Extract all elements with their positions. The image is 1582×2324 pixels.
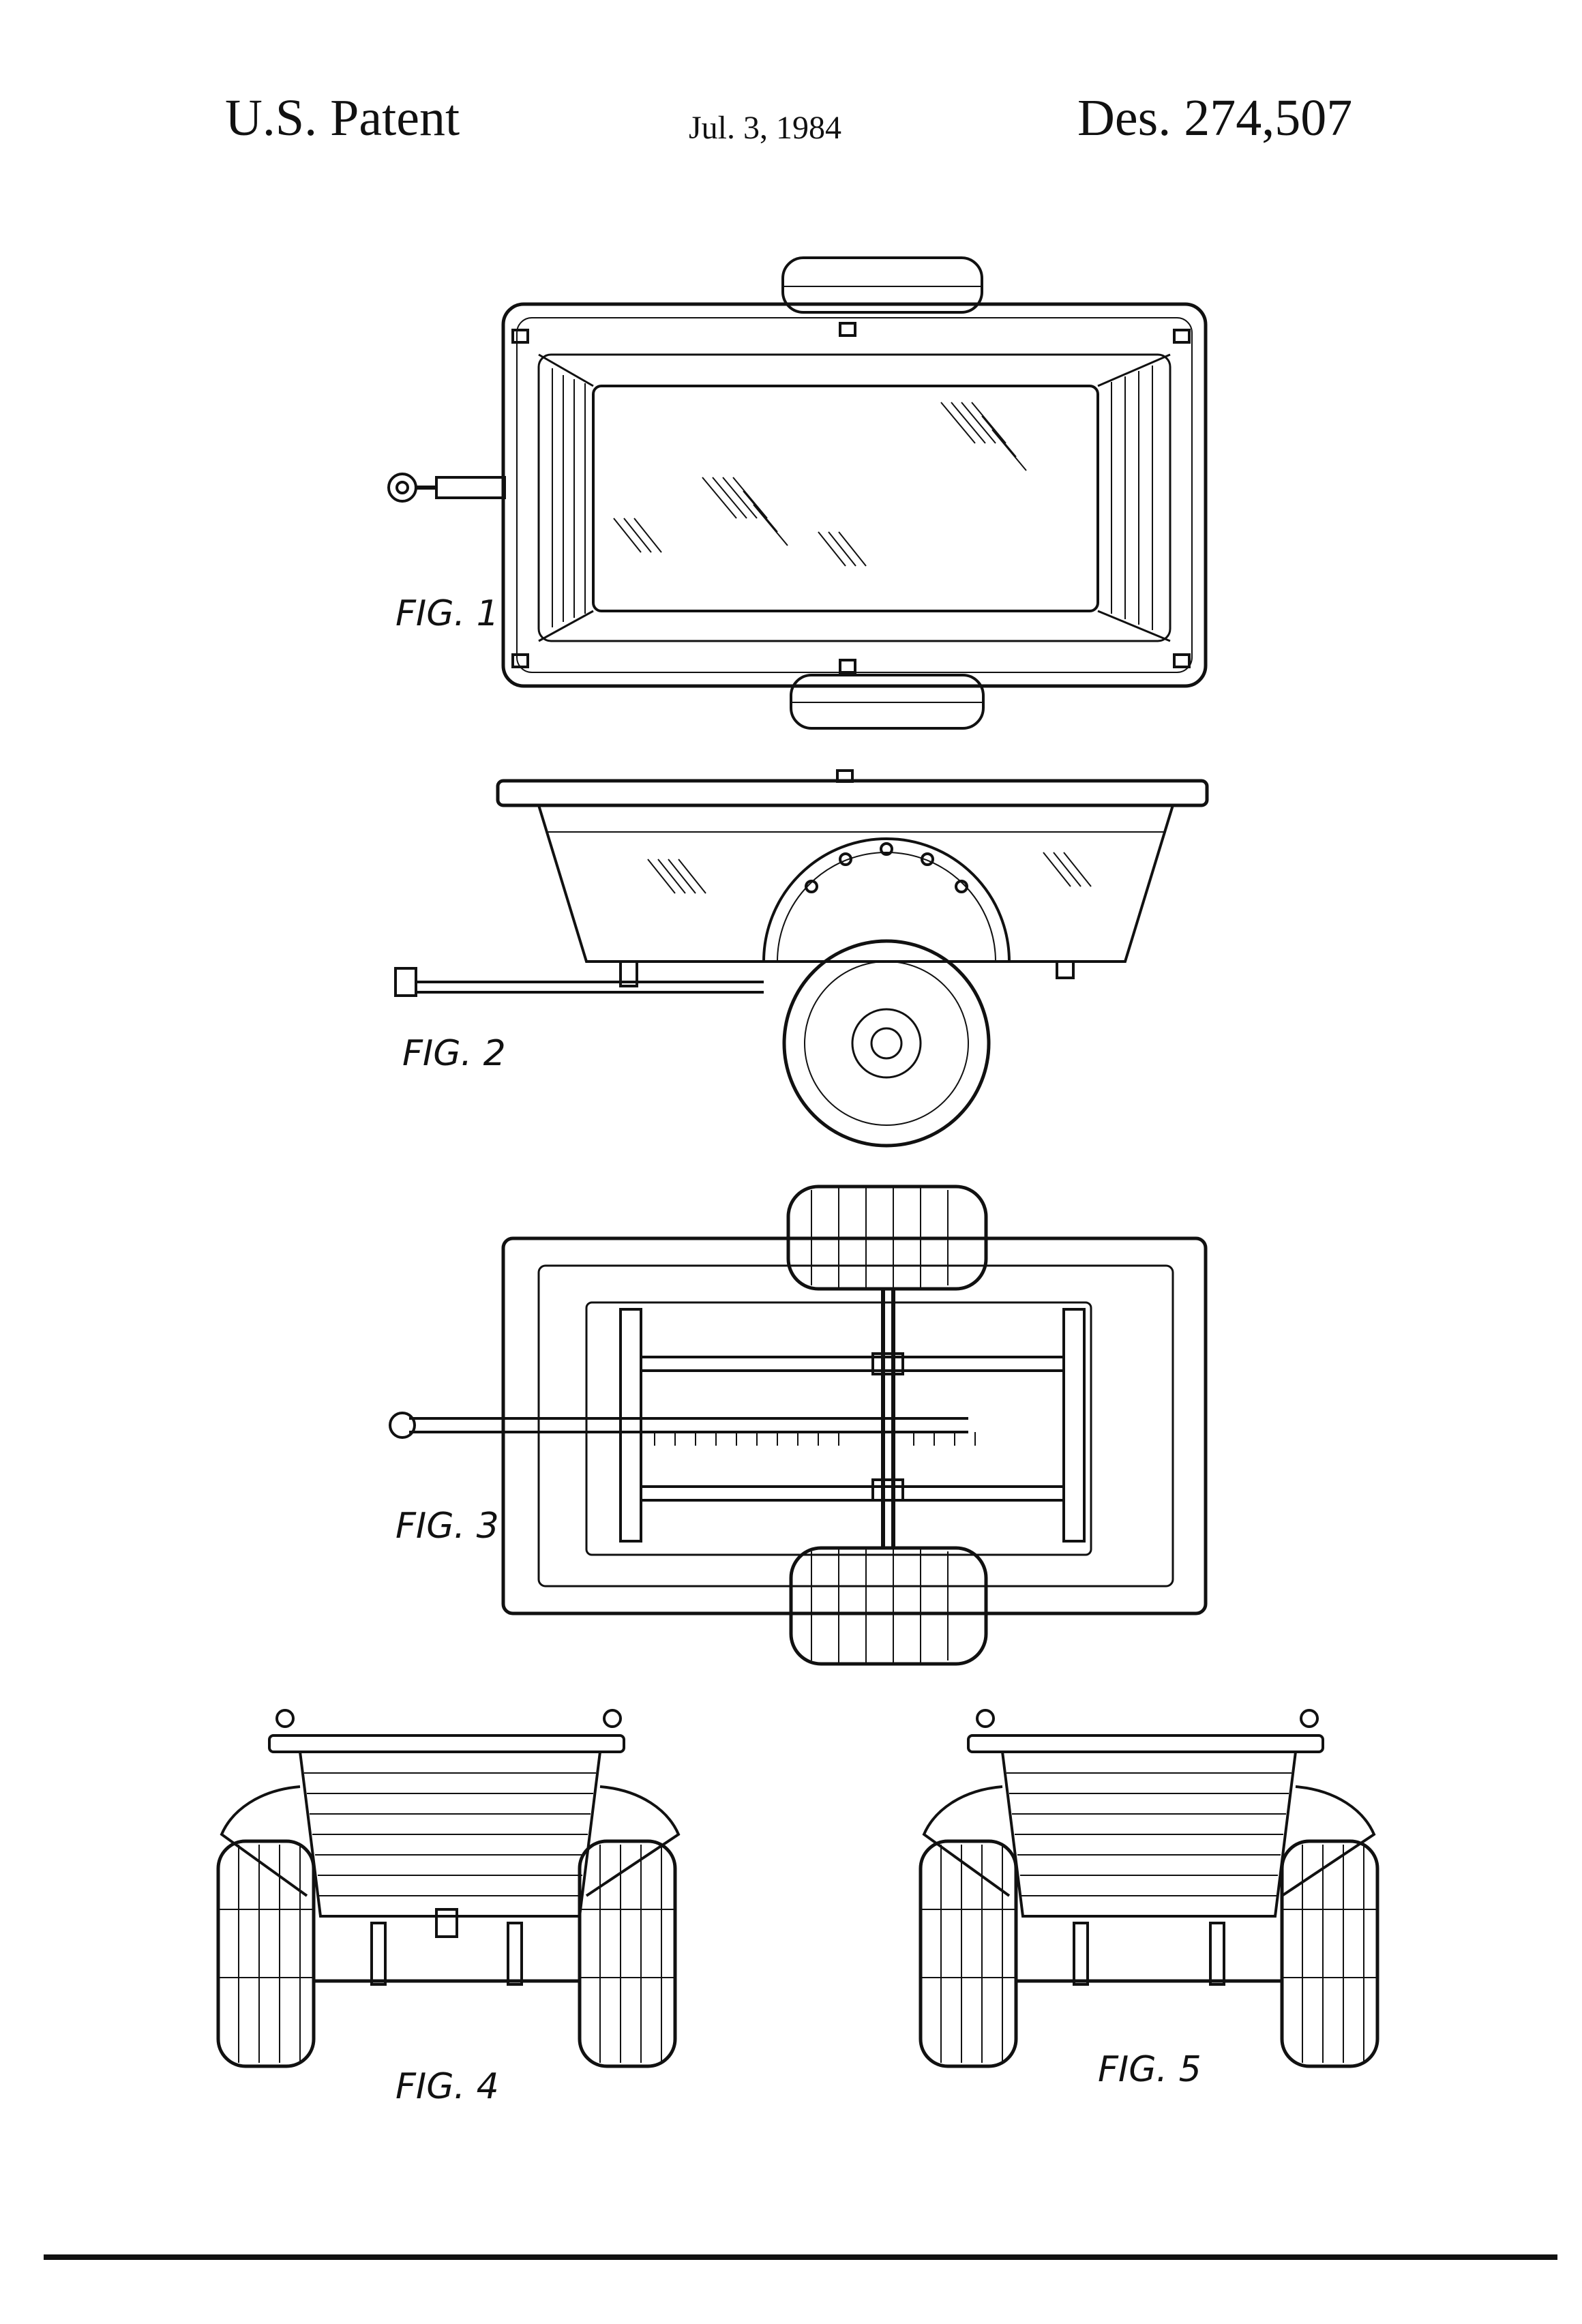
fig-1-label: FIG. 1 [395,593,499,634]
fig-4-label: FIG. 4 [395,2066,499,2107]
fig-3-drawing [389,1185,1208,1666]
bottom-rule [44,2254,1557,2260]
patent-number: Des. 274,507 [1077,89,1353,147]
fig-5-label: FIG. 5 [1098,2049,1202,2090]
fig-1-drawing [387,256,1208,730]
fig-2-label: FIG. 2 [402,1033,506,1074]
fig-4-drawing [216,1709,681,2068]
fig-2-drawing [394,769,1209,1148]
patent-office-label: U.S. Patent [225,89,460,147]
fig-3-label: FIG. 3 [395,1506,499,1547]
patent-date: Jul. 3, 1984 [689,110,842,146]
fig-5-drawing [919,1709,1379,2068]
